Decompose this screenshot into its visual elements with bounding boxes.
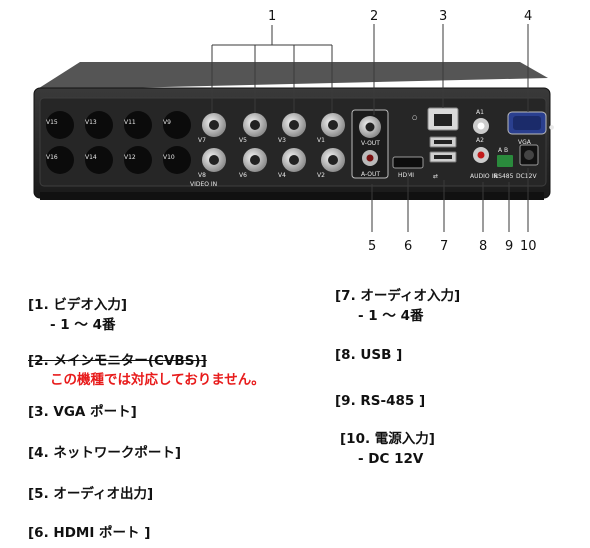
callout-number-1: 1 — [268, 9, 276, 24]
dvr-rear-panel: V15 V13 V11 V9 V16 V14 V12 V10 V7 V5 V3 … — [33, 9, 554, 254]
legend-item-1-sub: - 1 ～ 4番 — [50, 317, 116, 333]
audio-in-connector — [473, 118, 489, 134]
blank-disc — [163, 146, 191, 174]
disc-label: V11 — [124, 119, 136, 126]
rs485-label: RS485 — [494, 173, 514, 180]
disc-label: V14 — [85, 154, 97, 161]
disc-label: V16 — [46, 154, 58, 161]
legend-item-10-title: [10. 電源入力] — [340, 431, 435, 447]
legend-item-2-note: この機種では対応しておりません。 — [50, 372, 265, 388]
callout-number-7: 7 — [440, 239, 448, 254]
rs485-ab-label: A B — [498, 147, 508, 154]
legend-item-7-sub: - 1 ～ 4番 — [358, 308, 424, 324]
dc12v-label: DC12V — [516, 173, 537, 180]
bnc-connector — [321, 148, 345, 172]
vga-screw: ● — [549, 124, 554, 131]
callout-number-3: 3 — [439, 9, 447, 24]
channel-label: V7 — [198, 137, 206, 144]
legend-item-6-title: [6. HDMI ポート ] — [28, 525, 151, 541]
channel-label: V2 — [317, 172, 325, 179]
callout-number-8: 8 — [479, 239, 487, 254]
callout-number-10: 10 — [520, 239, 537, 254]
video-in-bnc-group — [202, 113, 345, 172]
bnc-connector — [282, 148, 306, 172]
blank-disc — [85, 146, 113, 174]
a1-label: A1 — [476, 109, 484, 116]
blank-disc — [46, 146, 74, 174]
callout-number-5: 5 — [368, 239, 376, 254]
callout-lines — [211, 24, 529, 232]
callout-line-1 — [211, 25, 333, 113]
bnc-connector — [243, 148, 267, 172]
blank-disc-group — [46, 111, 191, 174]
v-out-label: V-OUT — [361, 140, 380, 147]
a-out-label: A-OUT — [361, 171, 380, 178]
audio-in-label: AUDIO IN — [470, 173, 498, 180]
channel-labels: V7 V5 V3 V1 V8 V6 V4 V2 — [198, 137, 325, 179]
legend-item-3-title: [3. VGA ポート] — [28, 404, 137, 420]
disc-label: V10 — [163, 154, 175, 161]
callout-number-2: 2 — [370, 9, 378, 24]
bnc-connector — [202, 148, 226, 172]
callout-number-6: 6 — [404, 239, 412, 254]
legend-item-9-title: [9. RS-485 ] — [335, 393, 426, 409]
legend-item-7-title: [7. オーディオ入力] — [335, 288, 461, 304]
a-out-connector — [362, 150, 378, 166]
disc-label: V15 — [46, 119, 58, 126]
legend-item-4-title: [4. ネットワークポート] — [28, 445, 182, 461]
hdmi-port — [392, 156, 424, 169]
bnc-connector — [282, 113, 306, 137]
video-in-label: VIDEO IN — [190, 181, 217, 188]
legend-item-2-title: [2. メインモニター(CVBS)] — [28, 353, 207, 369]
blank-disc — [124, 111, 152, 139]
blank-disc-labels: V15 V13 V11 V9 V16 V14 V12 V10 — [46, 119, 175, 161]
bnc-connector — [321, 113, 345, 137]
callout-number-9: 9 — [505, 239, 513, 254]
legend-item-5-title: [5. オーディオ出力] — [28, 486, 154, 502]
channel-label: V3 — [278, 137, 286, 144]
channel-label: V4 — [278, 172, 286, 179]
disc-label: V12 — [124, 154, 136, 161]
callout-number-4: 4 — [524, 9, 532, 24]
network-icon: ⎔ — [412, 115, 418, 122]
legend-item-10-sub: - DC 12V — [358, 451, 424, 467]
channel-label: V1 — [317, 137, 325, 144]
hdmi-label: HDMI — [398, 172, 414, 179]
blank-disc — [124, 146, 152, 174]
legend-item-1-title: [1. ビデオ入力] — [28, 297, 128, 313]
bnc-connector — [243, 113, 267, 137]
audio-in-connector — [473, 147, 489, 163]
channel-label: V8 — [198, 172, 206, 179]
disc-label: V13 — [85, 119, 97, 126]
v-out-connector — [359, 116, 381, 138]
a2-label: A2 — [476, 137, 484, 144]
disc-label: V9 — [163, 119, 171, 126]
usb-icon: ⇄ — [433, 173, 438, 180]
channel-label: V5 — [239, 137, 247, 144]
vga-label: VGA — [518, 139, 532, 146]
dvr-top-lid — [36, 62, 548, 90]
channel-label: V6 — [239, 172, 247, 179]
legend-item-8-title: [8. USB ] — [335, 347, 403, 363]
blank-disc — [46, 111, 74, 139]
bnc-connector — [202, 113, 226, 137]
blank-disc — [163, 111, 191, 139]
rs485-terminal — [497, 155, 513, 167]
blank-disc — [85, 111, 113, 139]
